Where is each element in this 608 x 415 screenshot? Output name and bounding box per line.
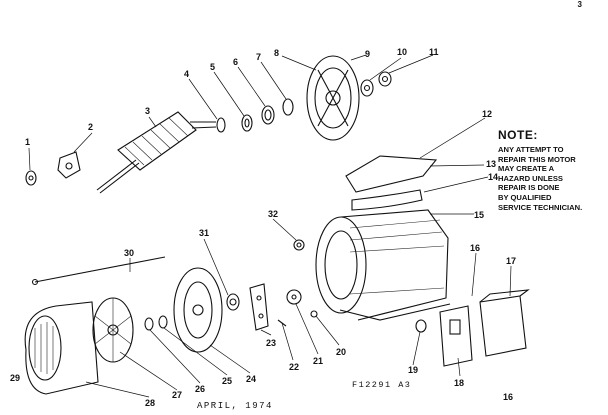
corner-mark: 3 [577,0,582,9]
callout-16-bottom: 16 [503,392,513,402]
callout-1: 1 [25,137,30,147]
callout-31: 31 [199,228,209,238]
callout-18: 18 [454,378,464,388]
part-12-cover [345,155,438,193]
callout-3: 3 [145,106,150,116]
part-23-switch-plate [249,283,269,331]
callout-6: 6 [233,57,238,67]
callout-19: 19 [408,365,418,375]
callout-9: 9 [365,49,370,59]
callout-5: 5 [210,62,215,72]
part-32-plug [293,239,305,251]
callout-25: 25 [222,376,232,386]
note-title: NOTE: [498,128,538,142]
callout-13: 13 [486,159,496,169]
part-24-rear-end-bell [173,267,223,353]
part-10-bearing [360,79,374,97]
publication-date: APRIL, 1974 [197,401,273,411]
callout-20: 20 [336,347,346,357]
callout-8: 8 [274,48,279,58]
part-27-fan [92,297,134,363]
note-line: REPAIR IS DONE [498,183,560,193]
part-8-end-bell [306,55,360,141]
part-1-bearing-cap [25,170,37,186]
callout-7: 7 [256,52,261,62]
note-body: ANY ATTEMPT TO REPAIR THIS MOTOR MAY CRE… [498,145,606,212]
callout-16-top: 16 [470,243,480,253]
callout-24: 24 [246,374,256,384]
callout-labels: 1 2 3 4 5 6 7 8 9 10 11 12 13 14 15 16 1… [10,47,516,408]
callout-14: 14 [488,172,498,182]
part-11-washer [378,71,392,87]
callout-26: 26 [195,384,205,394]
callout-32: 32 [268,209,278,219]
part-21-terminal-block [286,289,302,305]
note-line: SERVICE TECHNICIAN. [498,202,583,212]
callout-22: 22 [289,362,299,372]
callout-15: 15 [474,210,484,220]
safety-note: NOTE: ANY ATTEMPT TO REPAIR THIS MOTOR M… [498,128,606,212]
part-6-spacer [261,105,275,125]
callout-2: 2 [88,122,93,132]
part-26-washer [144,317,154,331]
note-line: BY QUALIFIED [498,192,552,202]
callout-17: 17 [506,256,516,266]
callout-10: 10 [397,47,407,57]
callout-27: 27 [172,390,182,400]
part-4-washer [216,117,226,133]
callout-11: 11 [429,47,439,57]
part-7-washer [282,98,294,116]
note-line: REPAIR THIS MOTOR [498,154,576,164]
note-line: HAZARD UNLESS [498,173,563,183]
part-14-band [351,189,423,211]
part-20-screw [310,310,318,318]
part-18-bracket [439,305,473,367]
part-30-through-bolt [31,256,166,286]
part-17-capacitor [479,289,530,357]
note-line: MAY CREATE A [498,164,555,174]
part-3-rotor-shaft [96,111,217,194]
callout-23: 23 [266,338,276,348]
part-2-switch-actuator [57,151,81,179]
leader-lines [28,54,512,398]
part-25-washer [158,315,168,329]
figure-id: F12291 A3 [352,380,412,390]
part-15-stator-housing [315,209,451,321]
callout-12: 12 [482,109,492,119]
part-28-fan-shroud [24,301,99,395]
callout-29: 29 [10,373,20,383]
callout-21: 21 [313,356,323,366]
part-31-washer [226,293,240,311]
part-19-grommet [415,319,427,333]
callout-30: 30 [124,248,134,258]
callout-4: 4 [184,69,189,79]
note-line: ANY ATTEMPT TO [498,145,564,154]
part-5-bearing [241,114,253,132]
callout-28: 28 [145,398,155,408]
